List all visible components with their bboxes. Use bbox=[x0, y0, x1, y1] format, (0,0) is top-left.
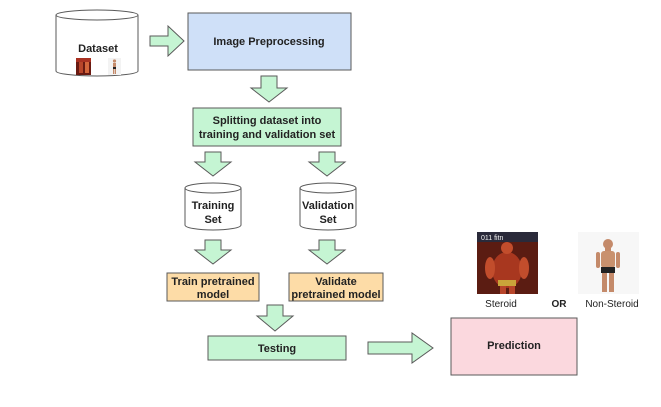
prediction-node: Prediction bbox=[450, 317, 578, 376]
testing-node: Testing bbox=[207, 335, 347, 361]
validate-model-node: Validate pretrained model bbox=[288, 272, 384, 302]
arrow-validation-to-validate-model bbox=[307, 239, 347, 265]
dataset-label: Dataset bbox=[78, 43, 118, 55]
steroid-label: Steroid bbox=[485, 299, 517, 310]
dataset-sample-image-1 bbox=[76, 58, 91, 75]
splitting-label-line2: training and validation set bbox=[199, 129, 336, 141]
validation-set-label-line2: Set bbox=[319, 214, 336, 226]
preprocessing-node: Image Preprocessing bbox=[187, 12, 352, 71]
preprocessing-label: Image Preprocessing bbox=[213, 36, 324, 48]
validate-model-label-line2: pretrained model bbox=[291, 289, 380, 301]
or-label: OR bbox=[552, 299, 568, 310]
non-steroid-example-image bbox=[578, 232, 639, 294]
validation-set-label-line1: Validation bbox=[302, 200, 354, 212]
arrow-dataset-to-preprocessing bbox=[149, 24, 185, 58]
steroid-example-image: 011 fitn bbox=[477, 232, 538, 294]
validation-set-cylinder-body bbox=[299, 188, 357, 231]
train-model-label-line2: model bbox=[197, 289, 229, 301]
dataset-cylinder-top bbox=[55, 9, 139, 21]
training-set-node: Training Set bbox=[184, 182, 242, 231]
arrow-models-to-testing bbox=[255, 304, 295, 332]
arrow-testing-to-prediction bbox=[367, 332, 434, 364]
arrow-splitting-to-validation bbox=[307, 151, 347, 177]
splitting-node: Splitting dataset into training and vali… bbox=[192, 107, 342, 147]
validate-model-label-line1: Validate bbox=[315, 276, 357, 288]
training-set-label-line1: Training bbox=[192, 200, 235, 212]
training-set-cylinder-body bbox=[184, 188, 242, 231]
prediction-label: Prediction bbox=[487, 340, 541, 352]
svg-text:011 fitn: 011 fitn bbox=[481, 235, 504, 242]
training-set-cylinder-top bbox=[184, 182, 242, 194]
testing-label: Testing bbox=[258, 343, 296, 355]
train-model-node: Train pretrained model bbox=[166, 272, 260, 302]
splitting-label-line1: Splitting dataset into bbox=[213, 115, 322, 127]
dataset-sample-image-2 bbox=[108, 58, 121, 75]
validation-set-node: Validation Set bbox=[299, 182, 357, 231]
dataset-node: Dataset bbox=[55, 9, 139, 77]
validation-set-cylinder-top bbox=[299, 182, 357, 194]
train-model-label-line1: Train pretrained bbox=[171, 276, 254, 288]
arrow-training-to-train-model bbox=[193, 239, 233, 265]
non-steroid-label: Non-Steroid bbox=[585, 299, 638, 310]
arrow-preprocessing-to-splitting bbox=[249, 75, 289, 103]
training-set-label-line2: Set bbox=[204, 214, 221, 226]
arrow-splitting-to-training bbox=[193, 151, 233, 177]
